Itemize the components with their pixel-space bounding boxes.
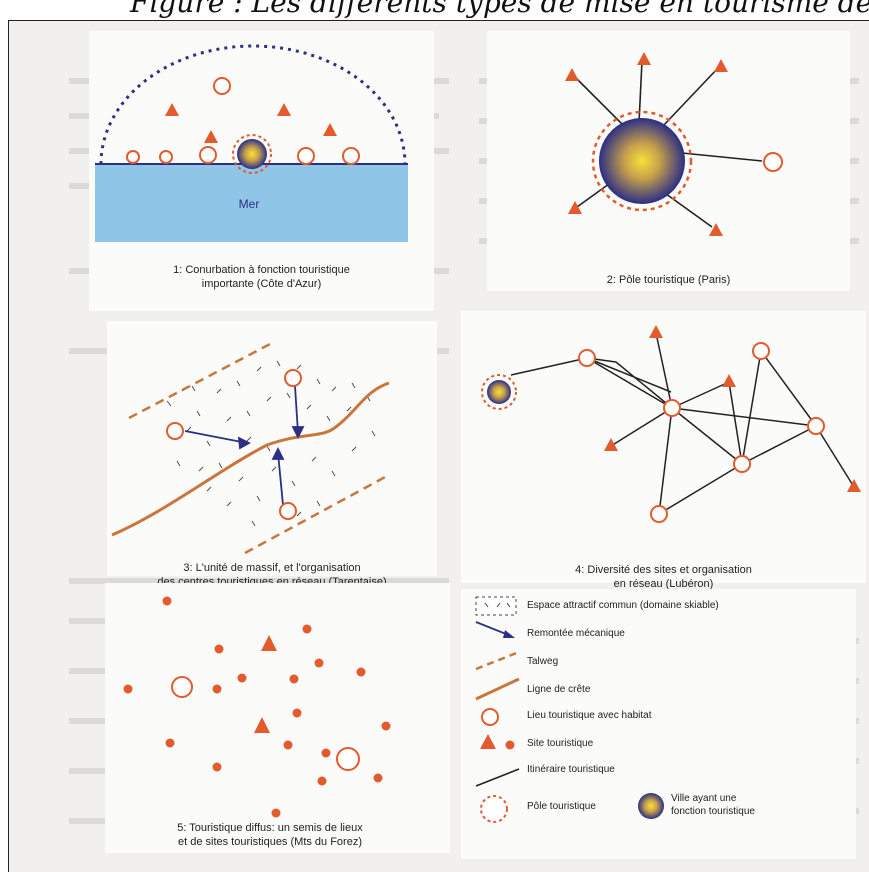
legend-site-dot bbox=[505, 740, 515, 750]
talweg-bottom bbox=[244, 474, 388, 555]
routes bbox=[510, 332, 855, 515]
site-triangles bbox=[565, 52, 728, 236]
tourist-places bbox=[126, 77, 360, 165]
legend-item-1: Espace attractif commun (domaine skiable… bbox=[527, 600, 719, 611]
ski-area-hatching bbox=[166, 360, 376, 527]
panel-1: Mer 1: Conurbation à fonction touristiqu… bbox=[89, 31, 434, 311]
legend-ski-lift-symbol bbox=[503, 630, 515, 638]
legend-talweg-symbol bbox=[475, 650, 520, 671]
panel-1-caption: 1: Conurbation à fonction touristique im… bbox=[173, 264, 350, 290]
panel-2-caption: 2: Pôle touristique (Paris) bbox=[606, 274, 731, 286]
tourist-places bbox=[171, 676, 360, 771]
tourist-place bbox=[763, 152, 783, 172]
panel-1-diagram: Mer bbox=[95, 44, 408, 242]
legend-item-3: Talweg bbox=[527, 656, 559, 667]
tourist-places bbox=[166, 369, 302, 520]
legend-site-triangle bbox=[480, 734, 496, 749]
page-top-text: Figure : Les différents types de mise en… bbox=[130, 0, 869, 19]
legend-city-symbol bbox=[638, 793, 664, 819]
site-dots bbox=[123, 596, 391, 818]
panel-3-diagram bbox=[111, 341, 390, 555]
panel-2: 2: Pôle touristique (Paris) bbox=[487, 31, 850, 291]
legend-route-symbol bbox=[475, 768, 520, 787]
panel-5-diagram bbox=[123, 596, 391, 818]
tourist-pole bbox=[591, 110, 693, 212]
city-marker bbox=[487, 380, 511, 404]
legend-symbols bbox=[475, 596, 664, 823]
legend-item-4: Ligne de crête bbox=[527, 684, 591, 695]
sea-label: Mer bbox=[239, 197, 260, 211]
panel-2-diagram bbox=[565, 52, 783, 236]
legend-pole-symbol bbox=[480, 795, 508, 823]
legend-item-5: Lieu touristique avec habitat bbox=[527, 710, 652, 721]
legend-ridge-symbol bbox=[475, 677, 520, 701]
ridge-line bbox=[111, 381, 390, 537]
city-marker bbox=[237, 139, 267, 169]
site-triangles bbox=[604, 325, 861, 492]
tourist-places bbox=[578, 342, 825, 523]
site-triangles bbox=[254, 635, 277, 733]
legend-item-2: Remontée mécanique bbox=[527, 628, 625, 639]
legend-item-7: Itinéraire touristique bbox=[527, 764, 615, 775]
legend-tourist-place-symbol bbox=[481, 708, 499, 726]
legend-attractive-space-symbol bbox=[475, 596, 517, 616]
figure-frame: Mer 1: Conurbation à fonction touristiqu… bbox=[8, 20, 869, 872]
panel-4: 4: Diversité des sites et organisation e… bbox=[461, 311, 866, 590]
legend-item-6: Site touristique bbox=[527, 738, 594, 749]
legend: Espace attractif commun (domaine skiable… bbox=[461, 589, 856, 859]
site-triangles bbox=[165, 103, 337, 143]
panel-4-diagram bbox=[481, 325, 861, 523]
legend-item-8: Pôle touristique bbox=[527, 801, 596, 812]
attractive-space-arc bbox=[99, 44, 407, 165]
panel-5-caption: 5: Touristique diffus: un semis de lieux… bbox=[177, 822, 363, 848]
city-marker bbox=[599, 118, 685, 204]
panel-5: 5: Touristique diffus: un semis de lieux… bbox=[105, 583, 450, 853]
panel-3: 3: L'unité de massif, et l'organisation … bbox=[107, 321, 437, 588]
panel-4-caption: 4: Diversité des sites et organisation e… bbox=[575, 564, 752, 590]
legend-city-label: Ville ayant une fonction touristique bbox=[671, 793, 755, 817]
sea-area bbox=[95, 164, 408, 242]
talweg-top bbox=[128, 341, 273, 420]
ski-lifts bbox=[184, 385, 305, 506]
